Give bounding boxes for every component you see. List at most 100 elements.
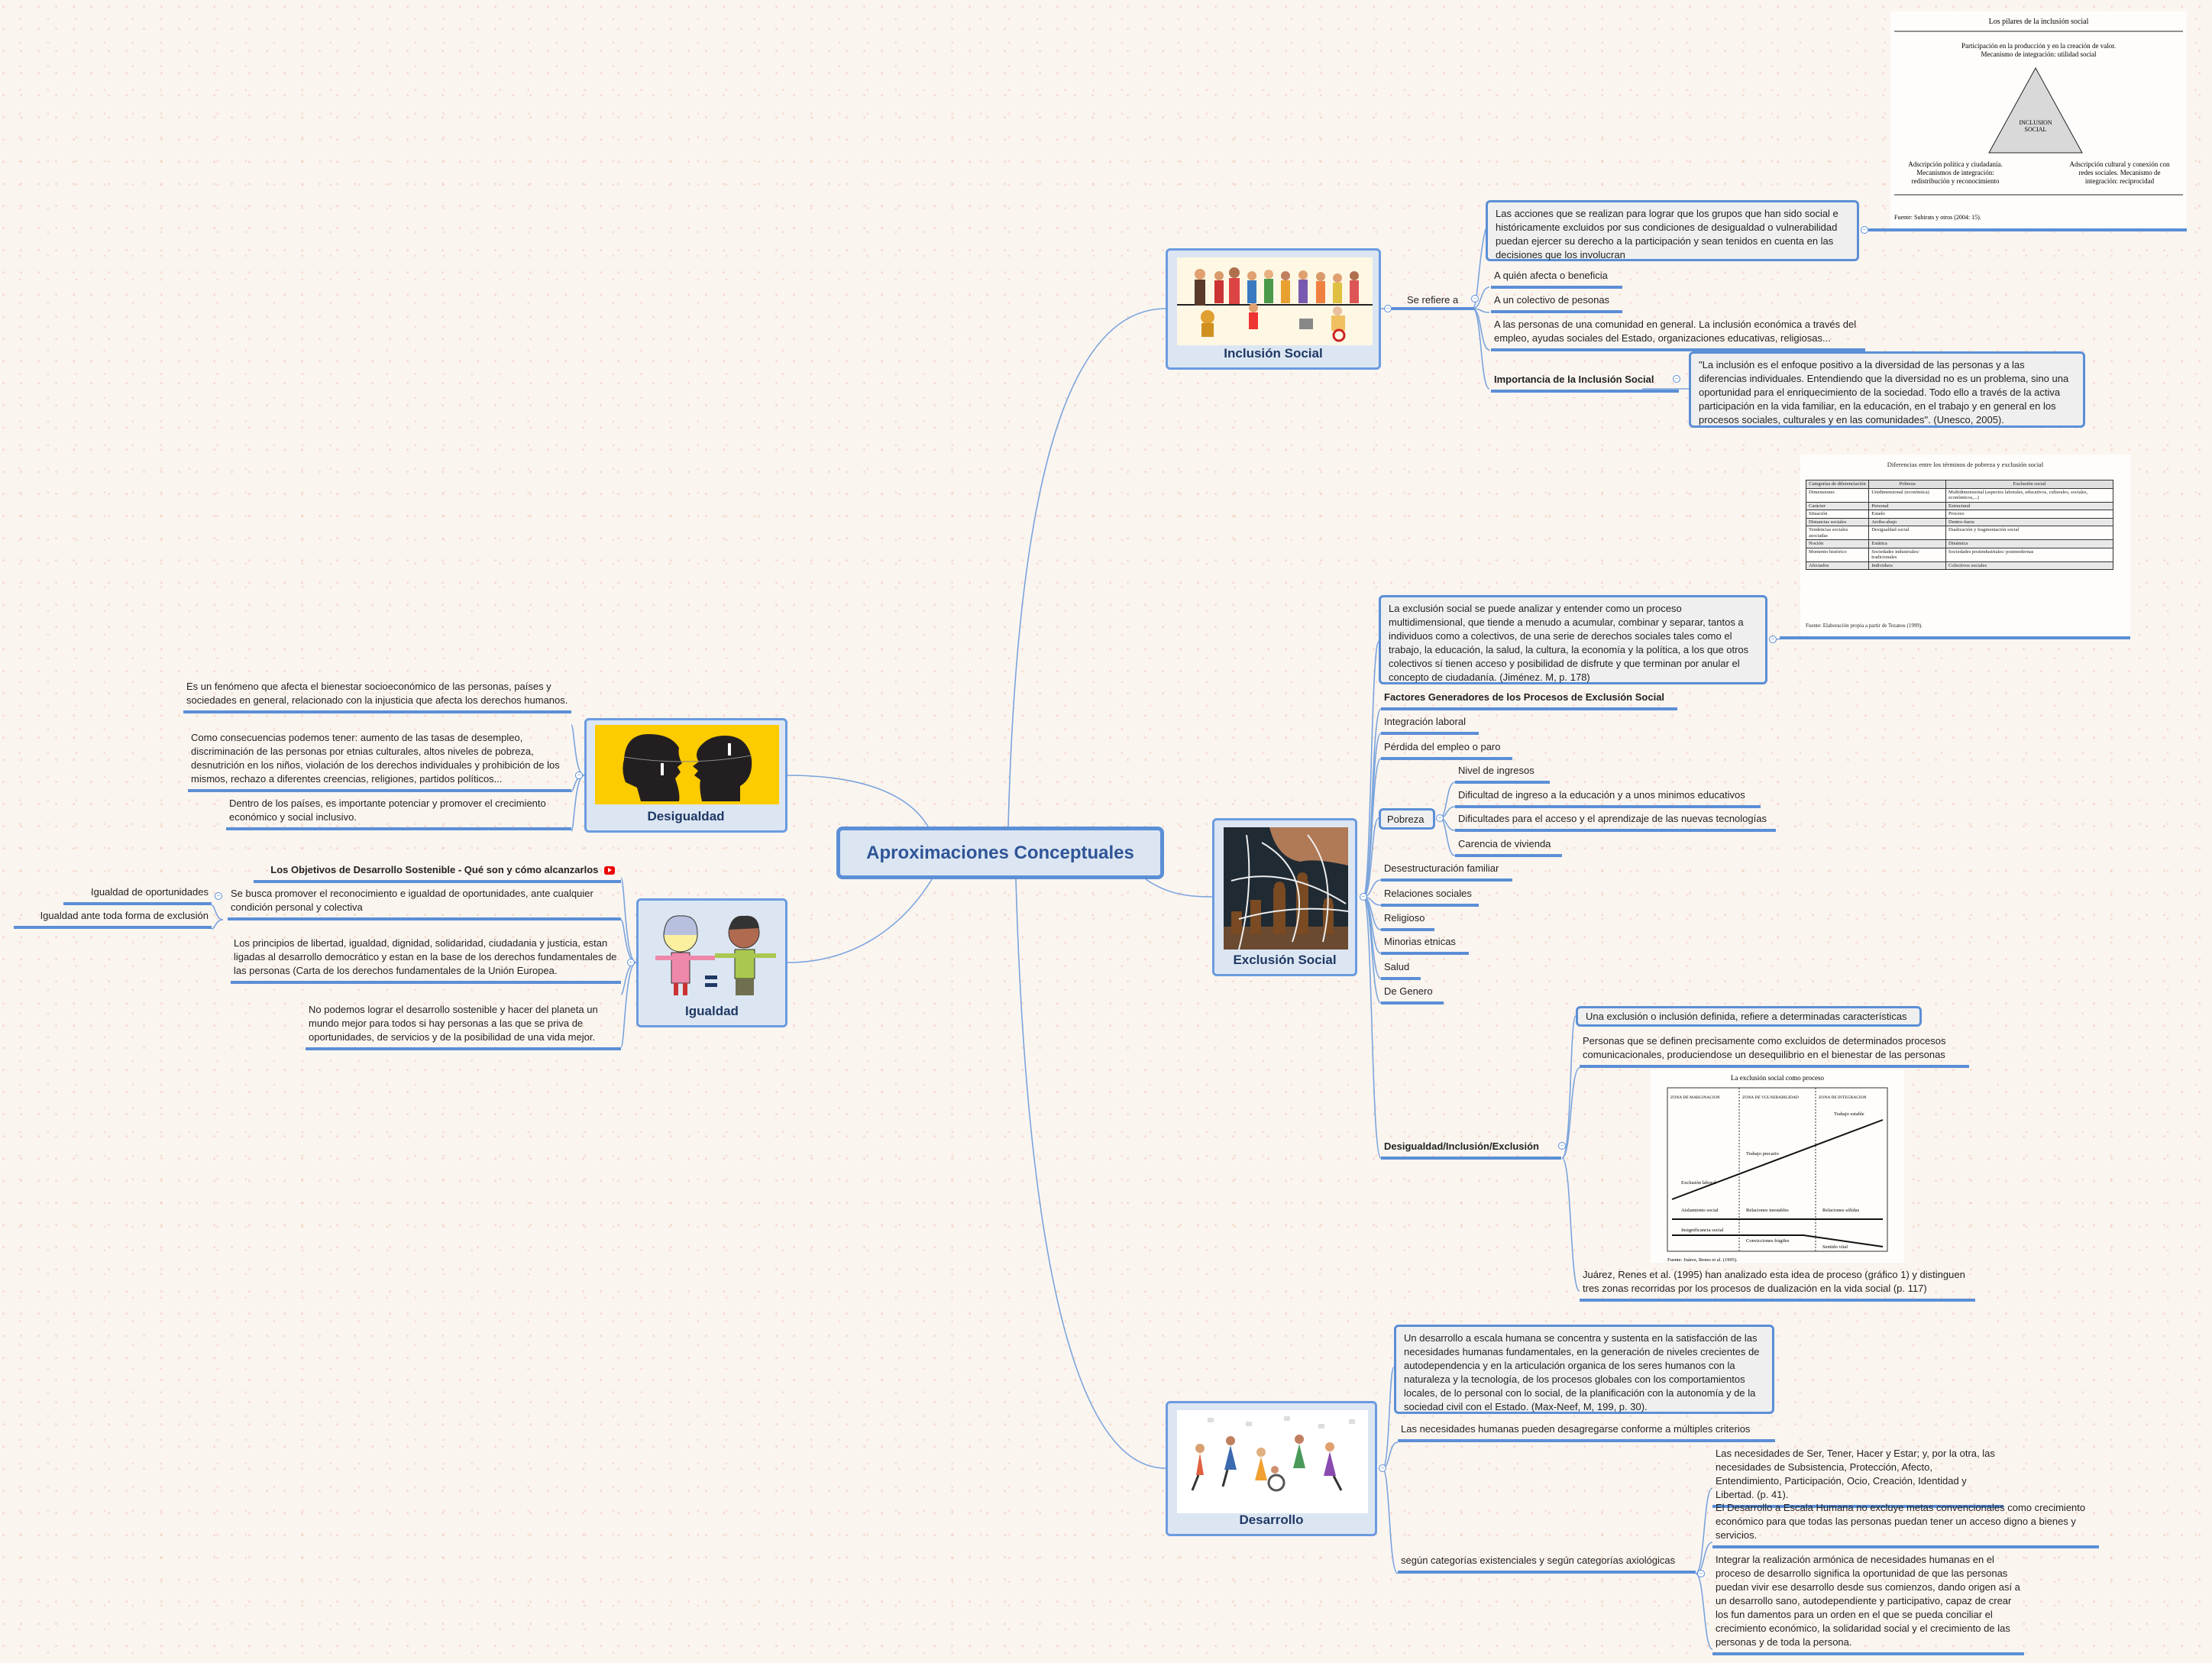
factor-item[interactable]: Integración laboral xyxy=(1381,715,1479,735)
process-label: Sentido vital xyxy=(1822,1244,1848,1250)
process-chart-source: Fuente: Juárez, Renes et al. (1995). xyxy=(1667,1257,1738,1263)
factor-item[interactable]: Minorias etnicas xyxy=(1381,935,1469,955)
inclusion-crowd-image xyxy=(1177,257,1373,345)
collapse-toggle-icon[interactable]: − xyxy=(627,959,635,966)
inclusion-importance-label[interactable]: Importancia de la Inclusión Social xyxy=(1491,373,1679,393)
exclusion-definition-box[interactable]: La exclusión social se puede analizar y … xyxy=(1379,595,1767,684)
exclusion-chess-image xyxy=(1224,827,1348,950)
juarez-text[interactable]: Juárez, Renes et al. (1995) han analizad… xyxy=(1580,1268,1975,1302)
desigualdad-title: Desigualdad xyxy=(647,809,725,823)
dio-characteristic-box[interactable]: Una exclusión o inclusión definida, refi… xyxy=(1576,1006,1922,1027)
igualdad-title: Igualdad xyxy=(685,1004,739,1018)
pillars-center-2: SOCIAL xyxy=(2025,126,2047,133)
collapse-toggle-icon[interactable]: − xyxy=(1471,295,1479,303)
pillars-underline xyxy=(1868,228,2187,231)
pillars-source: Fuente: Subirats y otros (2004: 15). xyxy=(1894,214,1981,221)
pillars-top-2: Mecanismo de integración: utilidad socia… xyxy=(1981,50,2097,58)
central-title: Aproximaciones Conceptuales xyxy=(866,842,1134,863)
poverty-box[interactable]: Pobreza xyxy=(1379,808,1435,830)
category-item[interactable]: El Desarrollo a Escala Humana no excluye… xyxy=(1712,1501,2099,1548)
exclusion-social-title: Exclusión Social xyxy=(1233,953,1337,967)
igualdad-promote[interactable]: Se busca promover el reconocimiento e ig… xyxy=(228,887,621,920)
pillars-triangle xyxy=(1988,66,2083,154)
pillars-right-1: Adscripción cultural y conexión con xyxy=(2070,160,2170,168)
factor-item[interactable]: De Genero xyxy=(1381,985,1444,1005)
igualdad-children-image xyxy=(655,915,776,995)
inclusion-definition-box[interactable]: Las acciones que se realizan para lograr… xyxy=(1486,200,1859,261)
labor-line xyxy=(1671,1119,1884,1200)
collapse-toggle-icon[interactable]: − xyxy=(1673,375,1680,383)
central-topic[interactable]: Aproximaciones Conceptuales xyxy=(836,827,1164,879)
desigualdad-node[interactable]: Desigualdad xyxy=(584,718,787,833)
refers-underline xyxy=(1392,307,1474,310)
zone-label: ZONA DE INTEGRACION xyxy=(1819,1095,1867,1100)
inclusion-importance-quote[interactable]: "La inclusión es el enfoque positivo a l… xyxy=(1689,351,2085,428)
desarrollo-node[interactable]: Desarrollo xyxy=(1166,1401,1377,1536)
process-label: Relaciones sólidas xyxy=(1822,1208,1860,1213)
category-item[interactable]: Integrar la realización armónica de nece… xyxy=(1712,1553,2024,1655)
desarrollo-categories[interactable]: según categorías existenciales y según c… xyxy=(1398,1554,1696,1574)
collapse-toggle-icon[interactable]: − xyxy=(1436,814,1444,822)
collapse-toggle-icon[interactable]: − xyxy=(1769,636,1777,643)
factor-item[interactable]: Relaciones sociales xyxy=(1381,887,1479,907)
inclusion-social-title: Inclusión Social xyxy=(1224,346,1323,361)
table-underline xyxy=(1780,636,2130,639)
factor-item[interactable]: Pérdida del empleo o paro xyxy=(1381,740,1512,760)
process-label: Convicciones frágiles xyxy=(1746,1238,1790,1244)
poverty-item[interactable]: Dificultad de ingreso a la educación y a… xyxy=(1455,788,1761,808)
inclusion-item[interactable]: A quién afecta o beneficia xyxy=(1491,269,1622,289)
category-item[interactable]: Las necesidades de Ser, Tener, Hacer y E… xyxy=(1712,1447,2003,1508)
exclusion-social-node[interactable]: Exclusión Social xyxy=(1212,818,1357,976)
pillars-center-1: INCLUSION xyxy=(2019,119,2052,126)
sdg-video-title: Los Objetivos de Desarrollo Sostenible -… xyxy=(270,864,599,875)
inclusion-social-node[interactable]: Inclusión Social xyxy=(1166,248,1381,370)
igualdad-promote-child[interactable]: Igualdad de oportunidades xyxy=(63,885,212,905)
process-label: Trabajo precario xyxy=(1746,1151,1779,1157)
collapse-toggle-icon[interactable]: − xyxy=(1558,1142,1566,1150)
pillars-left-1: Adscripción política y ciudadanía. xyxy=(1908,160,2002,168)
process-label: Insignificancia social xyxy=(1681,1228,1724,1233)
table-title: Diferencias entre los términos de pobrez… xyxy=(1887,461,2044,468)
igualdad-node[interactable]: Igualdad xyxy=(636,898,787,1027)
desarrollo-definition-box[interactable]: Un desarrollo a escala humana se concent… xyxy=(1394,1325,1774,1414)
collapse-toggle-icon[interactable]: − xyxy=(1379,1464,1386,1472)
igualdad-promote-child[interactable]: Igualdad ante toda forma de exclusión xyxy=(14,909,212,929)
pillars-title: Los pilares de la inclusión social xyxy=(1989,18,2089,26)
collapse-toggle-icon[interactable]: − xyxy=(1384,305,1392,312)
factor-item[interactable]: Desestructuración familiar xyxy=(1381,862,1512,882)
exclusion-process-chart: La exclusión social como proceso ZONA DE… xyxy=(1651,1069,1904,1263)
factor-item[interactable]: Salud xyxy=(1381,960,1421,980)
factor-item[interactable]: Religioso xyxy=(1381,911,1434,931)
igualdad-sustainable[interactable]: No podemos lograr el desarrollo sostenib… xyxy=(306,1003,621,1050)
desarrollo-needs[interactable]: Las necesidades humanas pueden desagrega… xyxy=(1398,1422,1775,1442)
refers-to-label: Se refiere a xyxy=(1407,294,1459,306)
process-label: Exclusión laboral xyxy=(1681,1180,1716,1186)
poverty-item[interactable]: Carencia de vivienda xyxy=(1455,837,1562,857)
desigualdad-item[interactable]: Es un fenómeno que afecta el bienestar s… xyxy=(183,680,571,713)
poverty-item[interactable]: Dificultades para el acceso y el aprendi… xyxy=(1455,812,1776,832)
youtube-icon[interactable] xyxy=(604,866,615,875)
collapse-toggle-icon[interactable]: − xyxy=(575,772,583,779)
factors-title[interactable]: Factores Generadores de los Procesos de … xyxy=(1381,691,1677,710)
collapse-toggle-icon[interactable]: − xyxy=(1360,893,1367,901)
sdg-video-link[interactable]: Los Objetivos de Desarrollo Sostenible -… xyxy=(254,863,621,883)
inclusion-item[interactable]: A un colectivo de pesonas xyxy=(1491,293,1622,313)
dio-label[interactable]: Desigualdad/Inclusión/Exclusión xyxy=(1381,1140,1561,1160)
pillars-figure: Los pilares de la inclusión social Parti… xyxy=(1890,11,2187,228)
collapse-toggle-icon[interactable]: − xyxy=(1697,1570,1705,1577)
desigualdad-item[interactable]: Como consecuencias podemos tener: aument… xyxy=(188,731,571,792)
inclusion-item[interactable]: A las personas de una comunidad en gener… xyxy=(1491,318,1865,351)
table-source: Fuente: Elaboración propia a partir de T… xyxy=(1806,623,1923,629)
desigualdad-item[interactable]: Dentro de los países, es importante pote… xyxy=(226,797,571,830)
igualdad-principles[interactable]: Los principios de libertad, igualdad, di… xyxy=(231,937,621,984)
dio-persons[interactable]: Personas que se definen precisamente com… xyxy=(1580,1034,1969,1068)
collapse-toggle-icon[interactable]: − xyxy=(1861,226,1868,234)
collapse-toggle-icon[interactable]: − xyxy=(215,892,222,900)
poverty-item[interactable]: Nivel de ingresos xyxy=(1455,764,1550,784)
pillars-right-2: redes sociales. Mecanismo de xyxy=(2079,169,2161,176)
